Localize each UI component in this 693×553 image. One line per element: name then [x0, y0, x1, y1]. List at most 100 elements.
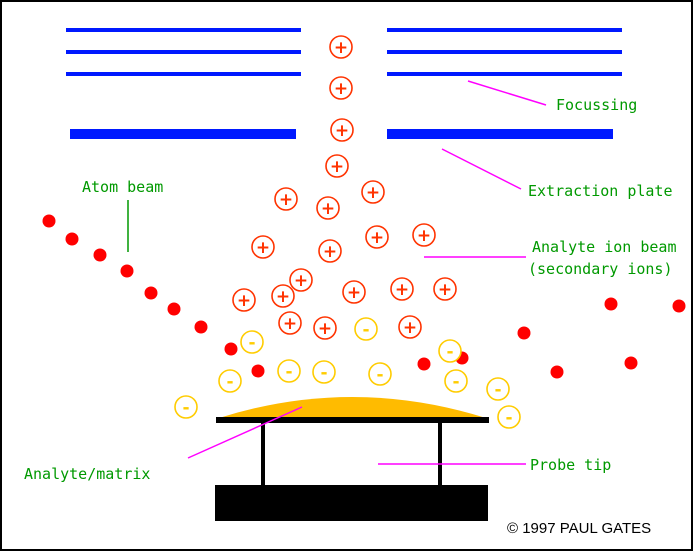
positive-ion: + — [278, 311, 302, 335]
focussing-leader — [467, 80, 547, 106]
positive-ion: + — [330, 118, 354, 142]
negative-ion: - — [438, 339, 462, 363]
positive-ion: + — [318, 239, 342, 263]
svg-text:+: + — [323, 242, 337, 262]
probe-tip-label: Probe tip — [530, 456, 611, 474]
analyte-matrix-leader — [187, 406, 303, 459]
extraction-plate-right — [387, 129, 613, 139]
atom-particle — [672, 299, 686, 313]
svg-text:+: + — [237, 291, 251, 311]
svg-text:-: - — [376, 365, 383, 385]
focussing-plates — [66, 28, 622, 76]
svg-text:-: - — [446, 342, 453, 362]
svg-text:+: + — [334, 79, 348, 99]
secondary-ions-label: (secondary ions) — [528, 260, 673, 278]
svg-text:+: + — [335, 121, 349, 141]
focussing-plate-left-1 — [66, 28, 301, 32]
atom-beam-particles — [42, 214, 686, 379]
svg-text:+: + — [256, 238, 270, 258]
positive-ion: + — [313, 316, 337, 340]
svg-text:+: + — [318, 319, 332, 339]
atom-particle — [144, 286, 158, 300]
analyte-matrix-label: Analyte/matrix — [24, 465, 150, 483]
probe-top-plate — [216, 417, 489, 423]
positive-ion: + — [274, 187, 298, 211]
svg-text:-: - — [182, 398, 189, 418]
svg-text:-: - — [452, 372, 459, 392]
positive-ion: + — [251, 235, 275, 259]
svg-text:-: - — [248, 333, 255, 353]
positive-ion: + — [342, 280, 366, 304]
atom-particle — [417, 357, 431, 371]
negative-ion: - — [486, 377, 510, 401]
leader-lines — [187, 80, 547, 465]
positive-ion: + — [289, 268, 313, 292]
svg-text:+: + — [403, 318, 417, 338]
focussing-plate-left-2 — [66, 50, 301, 54]
atom-beam-label: Atom beam — [82, 178, 163, 196]
negative-ion: - — [218, 369, 242, 393]
focussing-plate-right-1 — [387, 28, 622, 32]
extraction-plate-left — [70, 129, 296, 139]
svg-text:+: + — [395, 280, 409, 300]
svg-text:+: + — [347, 283, 361, 303]
extraction-plate-leader — [441, 148, 522, 190]
positive-ion: + — [316, 196, 340, 220]
positive-ion: + — [329, 76, 353, 100]
probe-left-post — [261, 422, 265, 486]
negative-ion: - — [354, 317, 378, 341]
negative-ion: - — [368, 362, 392, 386]
analyte-ion-beam-label: Analyte ion beam — [532, 238, 677, 256]
atom-particle — [251, 364, 265, 378]
positive-ion: + — [329, 35, 353, 59]
svg-text:+: + — [334, 38, 348, 58]
svg-text:+: + — [417, 226, 431, 246]
svg-text:+: + — [370, 228, 384, 248]
positive-ion: + — [412, 223, 436, 247]
positive-ion: + — [271, 284, 295, 308]
atom-particle — [604, 297, 618, 311]
atom-particle — [550, 365, 564, 379]
svg-text:+: + — [438, 280, 452, 300]
svg-text:-: - — [285, 362, 292, 382]
analyte-matrix-sample — [219, 397, 486, 418]
extraction-plate — [70, 129, 613, 139]
atom-particle — [42, 214, 56, 228]
negative-ion: - — [174, 395, 198, 419]
atom-particle — [65, 232, 79, 246]
svg-text:+: + — [279, 190, 293, 210]
negative-ion: - — [240, 330, 264, 354]
svg-text:+: + — [283, 314, 297, 334]
svg-text:+: + — [321, 199, 335, 219]
focussing-plate-left-3 — [66, 72, 301, 76]
focussing-plate-right-3 — [387, 72, 622, 76]
svg-text:-: - — [226, 372, 233, 392]
atom-particle — [224, 342, 238, 356]
focussing-plate-right-2 — [387, 50, 622, 54]
focussing-label: Focussing — [556, 96, 637, 114]
svg-text:+: + — [366, 183, 380, 203]
negative-ion: - — [444, 369, 468, 393]
positive-ion: + — [398, 315, 422, 339]
extraction-plate-label: Extraction plate — [528, 182, 673, 200]
svg-text:-: - — [362, 320, 369, 340]
atom-particle — [93, 248, 107, 262]
atom-particle — [194, 320, 208, 334]
positive-ion: + — [365, 225, 389, 249]
negative-ion: - — [312, 360, 336, 384]
svg-text:+: + — [330, 157, 344, 177]
atom-particle — [120, 264, 134, 278]
positive-ion: + — [433, 277, 457, 301]
positive-ion: + — [232, 288, 256, 312]
svg-text:+: + — [276, 287, 290, 307]
positive-ion-beam: ++++++++++++++++++++ — [232, 35, 457, 340]
copyright-text: © 1997 PAUL GATES — [507, 520, 651, 537]
atom-particle — [167, 302, 181, 316]
positive-ion: + — [325, 154, 349, 178]
negative-ion: - — [497, 405, 521, 429]
probe-assembly — [215, 397, 489, 521]
positive-ion: + — [390, 277, 414, 301]
svg-text:-: - — [494, 380, 501, 400]
